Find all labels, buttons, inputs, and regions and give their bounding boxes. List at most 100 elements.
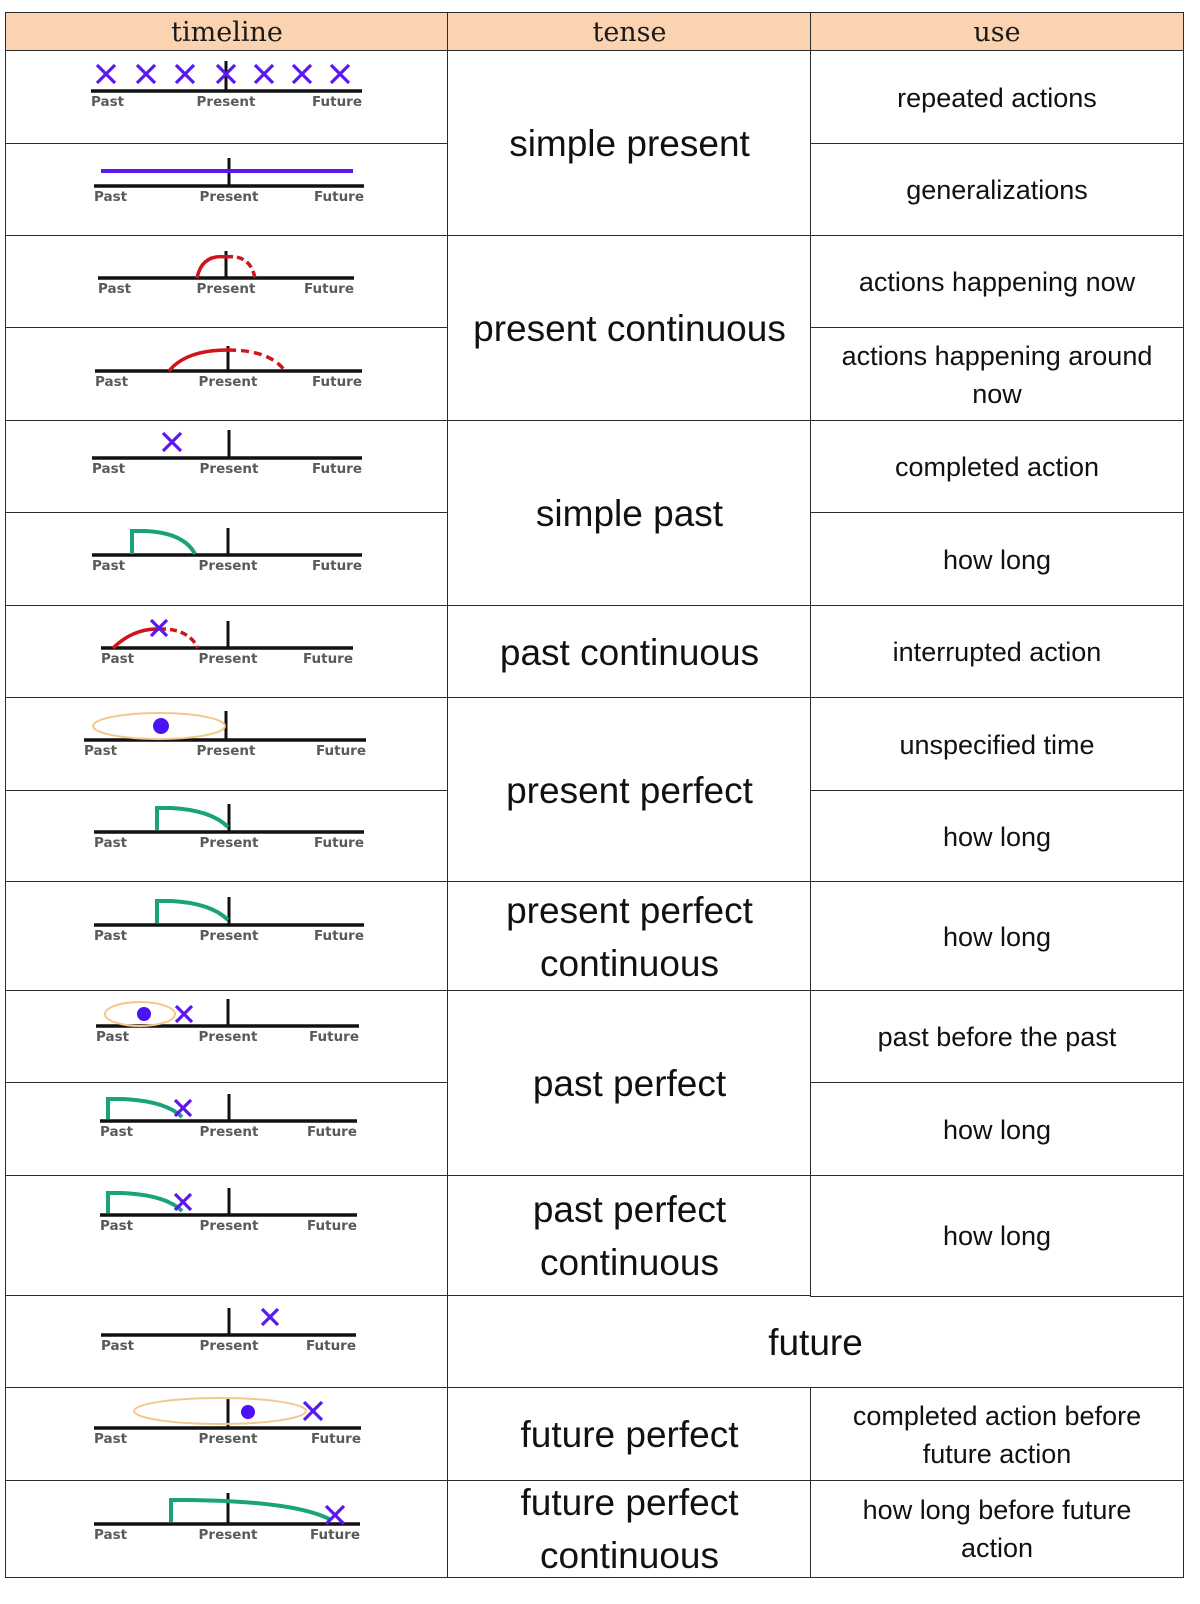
duration-bar	[155, 806, 230, 830]
tense-past-perfect-continuous: past perfect continuous	[447, 1175, 812, 1297]
past-label: Past	[96, 1029, 130, 1045]
header-timeline: timeline	[5, 12, 449, 52]
use-cell-15: how long before future action	[810, 1480, 1184, 1578]
future-label: Future	[312, 558, 362, 574]
timeline-cell-8: Past Present Future	[5, 790, 449, 883]
use-cell-2: actions happening now	[810, 235, 1184, 329]
timeline-duration-to-future-x-icon: Past Present Future	[94, 1493, 360, 1543]
use-cell-7: unspecified time	[810, 697, 1184, 792]
use-cell-8: how long	[810, 790, 1184, 883]
x-mark-icon	[215, 63, 237, 85]
duration-bar	[155, 899, 230, 923]
event-dot	[137, 1007, 151, 1021]
x-mark-icon	[135, 63, 157, 85]
present-label: Present	[197, 94, 257, 110]
timeline-duration-to-past-x-icon: Past Present Future	[100, 1188, 357, 1234]
event-dot	[241, 1405, 255, 1419]
past-label: Past	[94, 1527, 128, 1543]
x-mark-icon	[329, 63, 351, 85]
timeline-repeated-actions-icon: Past Present Future	[91, 61, 362, 110]
x-mark-icon	[324, 1504, 346, 1526]
x-mark-icon	[173, 1192, 193, 1212]
timeline-cell-13: Past Present Future	[5, 1295, 449, 1389]
time-span-ellipse	[133, 1397, 307, 1425]
use-cell-14: completed action before future action	[810, 1387, 1184, 1482]
past-label: Past	[94, 1431, 128, 1447]
future-label: Future	[312, 374, 362, 390]
x-mark-icon	[161, 431, 183, 453]
x-mark-icon	[173, 1098, 193, 1118]
timeline-future-x-icon: Past Present Future	[101, 1307, 356, 1354]
future-label: Future	[316, 743, 366, 759]
x-mark-icon	[174, 1004, 194, 1024]
duration-bar	[169, 1498, 332, 1522]
header-tense: tense	[447, 12, 812, 52]
use-cell-1: generalizations	[810, 143, 1184, 237]
x-mark-icon	[149, 618, 169, 638]
x-mark-icon	[174, 63, 196, 85]
future-label: Future	[307, 1124, 357, 1140]
past-label: Past	[100, 1124, 134, 1140]
past-label: Past	[94, 835, 128, 851]
x-mark-icon	[260, 1307, 280, 1327]
present-label: Present	[200, 1218, 260, 1234]
present-label: Present	[199, 558, 259, 574]
header-use: use	[810, 12, 1184, 52]
x-mark-icon	[253, 63, 275, 85]
future-label: Future	[312, 94, 362, 110]
present-label: Present	[200, 1338, 260, 1354]
future-label: Future	[306, 1338, 356, 1354]
use-cell-0: repeated actions	[810, 50, 1184, 145]
future-label: Future	[314, 835, 364, 851]
timeline-cell-15: Past Present Future	[5, 1480, 449, 1578]
timeline-cell-0: Past Present Future	[5, 50, 449, 145]
duration-bar	[106, 1097, 184, 1119]
future-label: Future	[310, 1527, 360, 1543]
present-label: Present	[200, 835, 260, 851]
present-label: Present	[200, 461, 260, 477]
past-label: Past	[92, 558, 126, 574]
future-label: Future	[312, 461, 362, 477]
present-label: Present	[197, 281, 257, 297]
duration-bar	[130, 529, 197, 556]
tense-present-continuous: present continuous	[447, 235, 812, 422]
present-label: Present	[197, 743, 257, 759]
tense-future-perfect-continuous: future perfect continuous	[447, 1480, 812, 1578]
past-label: Past	[91, 94, 125, 110]
continuous-arc	[195, 254, 227, 279]
timeline-cell-4: Past Present Future	[5, 420, 449, 514]
event-dot	[153, 718, 169, 734]
continuous-arc	[111, 627, 160, 650]
continuous-arc-dashed	[227, 348, 287, 373]
continuous-arc-dashed	[225, 254, 257, 279]
continuous-arc	[167, 348, 229, 373]
present-label: Present	[200, 928, 260, 944]
past-label: Past	[92, 461, 126, 477]
tense-present-perfect: present perfect	[447, 697, 812, 883]
tense-present-perfect-continuous: present perfect continuous	[447, 881, 812, 992]
x-mark-icon	[291, 63, 313, 85]
past-label: Past	[101, 1338, 135, 1354]
time-span-ellipse	[104, 1001, 176, 1027]
past-label: Past	[100, 1218, 134, 1234]
use-cell-11: how long	[810, 1082, 1184, 1177]
past-label: Past	[94, 928, 128, 944]
future-label: Future	[307, 1218, 357, 1234]
timeline-past-duration-icon: Past Present Future	[92, 528, 362, 574]
continuous-arc-dashed	[158, 627, 200, 649]
present-label: Present	[199, 1527, 259, 1543]
